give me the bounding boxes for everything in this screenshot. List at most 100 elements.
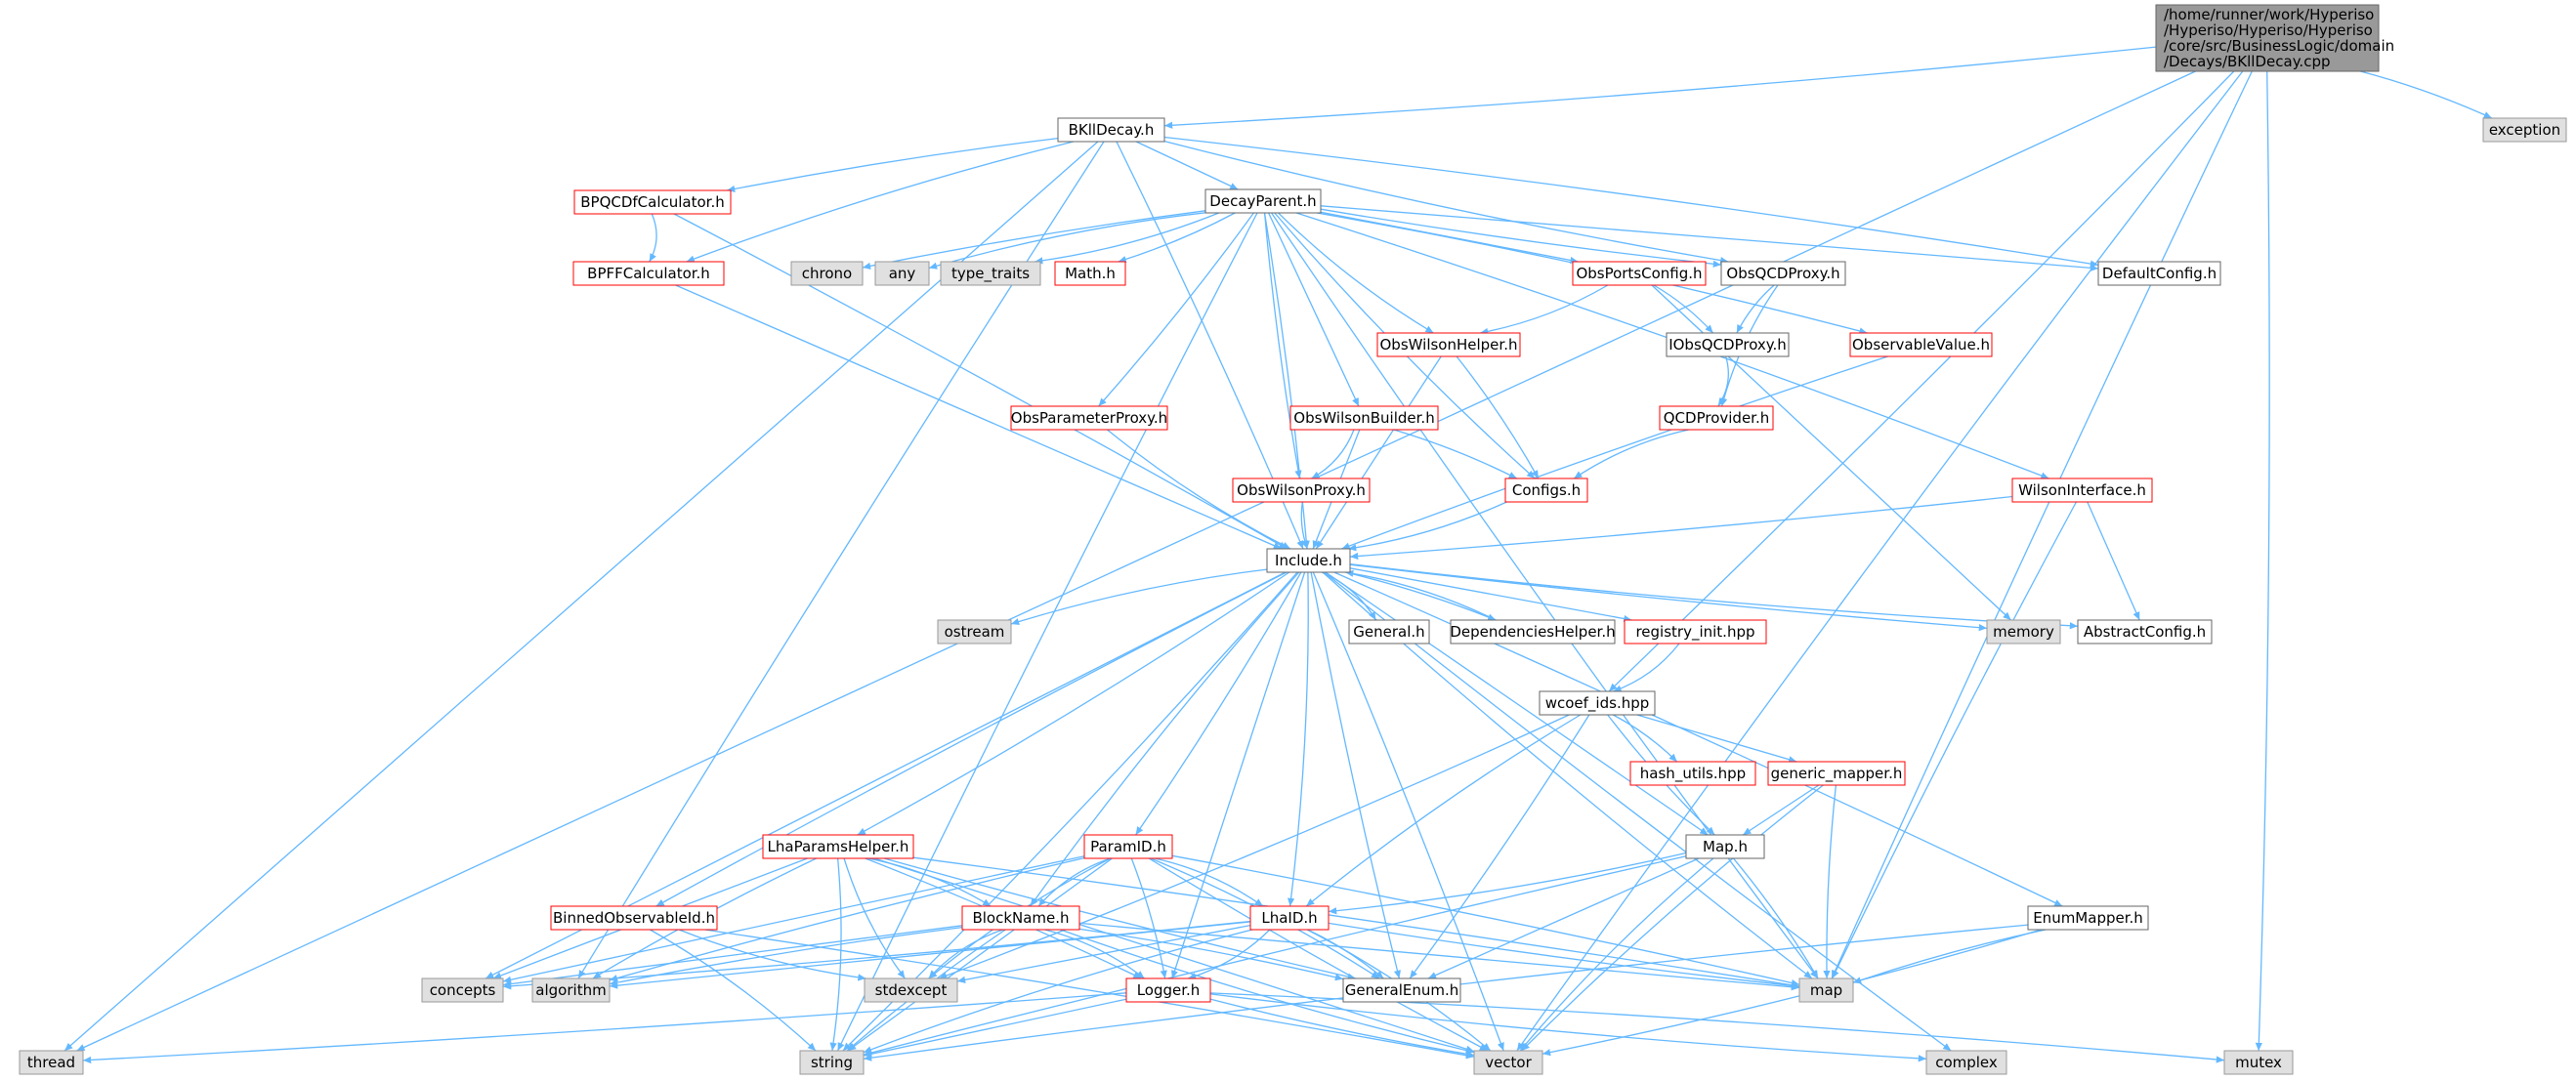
edge-paramid-to-string (847, 857, 1113, 1052)
node-logger-label: Logger.h (1137, 981, 1201, 999)
node-include-box (1266, 548, 1351, 573)
node-iobsqcdproxy[interactable]: IObsQCDProxy.h (1666, 332, 1790, 357)
node-string-label: string (811, 1054, 853, 1071)
node-maph-label-line: Map.h (1703, 838, 1748, 855)
node-ostream: ostream (937, 619, 1012, 644)
edge-obsports-to-obswilsonhelper (1479, 284, 1609, 336)
node-typetraits-label-line: type_traits (951, 265, 1030, 283)
node-defaultconfig[interactable]: DefaultConfig.h (2097, 261, 2221, 286)
edge-bkll-to-bpqcdf (726, 137, 1059, 193)
node-binnedobs-box (550, 905, 718, 931)
node-configs[interactable]: Configs.h (1504, 478, 1588, 503)
node-wcoef-label-line: wcoef_ids.hpp (1545, 694, 1650, 713)
node-obsqcdproxy[interactable]: ObsQCDProxy.h (1720, 261, 1846, 286)
node-include[interactable]: Include.h (1266, 548, 1351, 573)
node-paramid-label: ParamID.h (1090, 838, 1166, 855)
edge-lhaid-to-map (1328, 922, 1800, 990)
edge-include-to-enummapper (1333, 571, 2063, 907)
node-genericmapper[interactable]: generic_mapper.h (1767, 761, 1906, 786)
node-layer: /home/runner/work/Hyperiso/Hyperiso/Hype… (19, 4, 2567, 1075)
edge-include-to-lhaid (1287, 571, 1309, 907)
node-wcoef[interactable]: wcoef_ids.hpp (1539, 690, 1656, 716)
node-stdexcept-label: stdexcept (875, 981, 948, 999)
node-stdexcept: stdexcept (864, 977, 958, 1003)
edge-genericmapper-to-vector (1521, 784, 1824, 1052)
node-obswilsonbuilder-label: ObsWilsonBuilder.h (1293, 409, 1434, 427)
node-blockname[interactable]: BlockName.h (961, 905, 1080, 931)
node-string-box (799, 1050, 865, 1075)
edge-include-to-binnedobs (655, 571, 1288, 907)
edge-wcoef-to-generalenum (1409, 714, 1590, 979)
edge-obsports-to-memory (1651, 284, 2012, 621)
node-bpff-label-line: BPFFCalculator.h (587, 265, 710, 282)
node-hashutils[interactable]: hash_utils.hpp (1629, 761, 1756, 786)
node-complex-label: complex (1935, 1054, 1998, 1071)
node-bkll[interactable]: BKllDecay.h (1057, 117, 1165, 143)
node-binnedobs-label-line: BinnedObservableId.h (553, 909, 715, 927)
node-mutex-label-line: mutex (2235, 1054, 2282, 1071)
edge-wcoef-to-lhaid (1305, 714, 1582, 907)
node-obsqcdproxy-box (1720, 261, 1846, 286)
edge-paramid-to-vector (1148, 857, 1489, 1052)
node-lhaid[interactable]: LhaID.h (1249, 905, 1330, 931)
edge-include-to-blockname (1030, 571, 1300, 907)
node-dependencies[interactable]: DependenciesHelper.h (1450, 619, 1616, 644)
node-obswilsonbuilder[interactable]: ObsWilsonBuilder.h (1289, 405, 1439, 431)
node-bpqcdf[interactable]: BPQCDfCalculator.h (573, 189, 732, 215)
node-include-label: Include.h (1275, 552, 1342, 569)
node-vector-label-line: vector (1485, 1054, 1532, 1071)
edge-bpqcdf-to-include (673, 213, 1288, 550)
edge-bpqcdf-to-bpff (649, 213, 657, 263)
edge-enummapper-to-vector (1541, 929, 2042, 1057)
node-iobsqcdproxy-label-line: IObsQCDProxy.h (1668, 336, 1787, 353)
node-bkll-label: BKllDecay.h (1069, 121, 1155, 139)
node-configs-label-line: Configs.h (1512, 481, 1581, 499)
node-wilsoninterface[interactable]: WilsonInterface.h (2011, 478, 2153, 503)
node-defaultconfig-box (2097, 261, 2221, 286)
node-maph[interactable]: Map.h (1685, 834, 1765, 859)
node-paramid[interactable]: ParamID.h (1083, 834, 1173, 859)
edge-include-to-memory (1349, 563, 1988, 632)
node-lhaparams-box (762, 834, 914, 859)
node-registry[interactable]: registry_init.hpp (1624, 619, 1767, 644)
node-observablevalue[interactable]: ObservableValue.h (1849, 332, 1993, 357)
edge-wilsoninterface-to-abstractconfig (2087, 501, 2140, 621)
node-root-label: /home/runner/work/Hyperiso/Hyperiso/Hype… (2164, 6, 2394, 70)
node-bpff[interactable]: BPFFCalculator.h (572, 261, 725, 286)
node-binnedobs[interactable]: BinnedObservableId.h (550, 905, 718, 931)
edge-obswilsonproxy-to-include (1300, 501, 1308, 550)
node-generalenum[interactable]: GeneralEnum.h (1342, 977, 1461, 1003)
node-lhaparams[interactable]: LhaParamsHelper.h (762, 834, 914, 859)
node-enummapper[interactable]: EnumMapper.h (2027, 905, 2149, 931)
edge-obswilsonhelper-to-configs (1456, 355, 1540, 479)
node-memory: memory (1986, 619, 2061, 644)
node-obsparamproxy[interactable]: ObsParameterProxy.h (1010, 405, 1168, 431)
node-decayparent[interactable]: DecayParent.h (1204, 188, 1322, 214)
node-typetraits: type_traits (940, 261, 1041, 286)
node-qcdprovider-label-line: QCDProvider.h (1664, 409, 1770, 427)
node-algorithm: algorithm (531, 977, 611, 1003)
node-complex: complex (1925, 1050, 2007, 1075)
node-root[interactable]: /home/runner/work/Hyperiso/Hyperiso/Hype… (2155, 4, 2394, 72)
node-obsports[interactable]: ObsPortsConfig.h (1572, 261, 1707, 286)
node-lhaid-box (1249, 905, 1330, 931)
node-exception-label-line: exception (2489, 121, 2560, 139)
node-general[interactable]: General.h (1348, 619, 1430, 644)
node-math[interactable]: Math.h (1054, 261, 1126, 286)
node-obswilsonproxy[interactable]: ObsWilsonProxy.h (1232, 478, 1371, 503)
node-qcdprovider[interactable]: QCDProvider.h (1659, 405, 1774, 431)
edge-wcoef-to-genericmapper (1636, 714, 1797, 764)
edge-obswilsonbuilder-to-configs (1393, 429, 1518, 479)
node-abstractconfig[interactable]: AbstractConfig.h (2077, 619, 2213, 644)
edge-lhaparams-to-generalenum (883, 857, 1357, 980)
node-wilsoninterface-label: WilsonInterface.h (2018, 481, 2146, 499)
node-registry-label-line: registry_init.hpp (1635, 623, 1754, 642)
node-memory-box (1986, 619, 2061, 644)
node-obswilsonhelper[interactable]: ObsWilsonHelper.h (1376, 332, 1521, 357)
node-hashutils-box (1629, 761, 1756, 786)
node-typetraits-label: type_traits (951, 265, 1030, 283)
node-logger[interactable]: Logger.h (1125, 977, 1211, 1003)
node-hashutils-label: hash_utils.hpp (1640, 765, 1746, 783)
node-chrono-label-line: chrono (802, 265, 852, 282)
